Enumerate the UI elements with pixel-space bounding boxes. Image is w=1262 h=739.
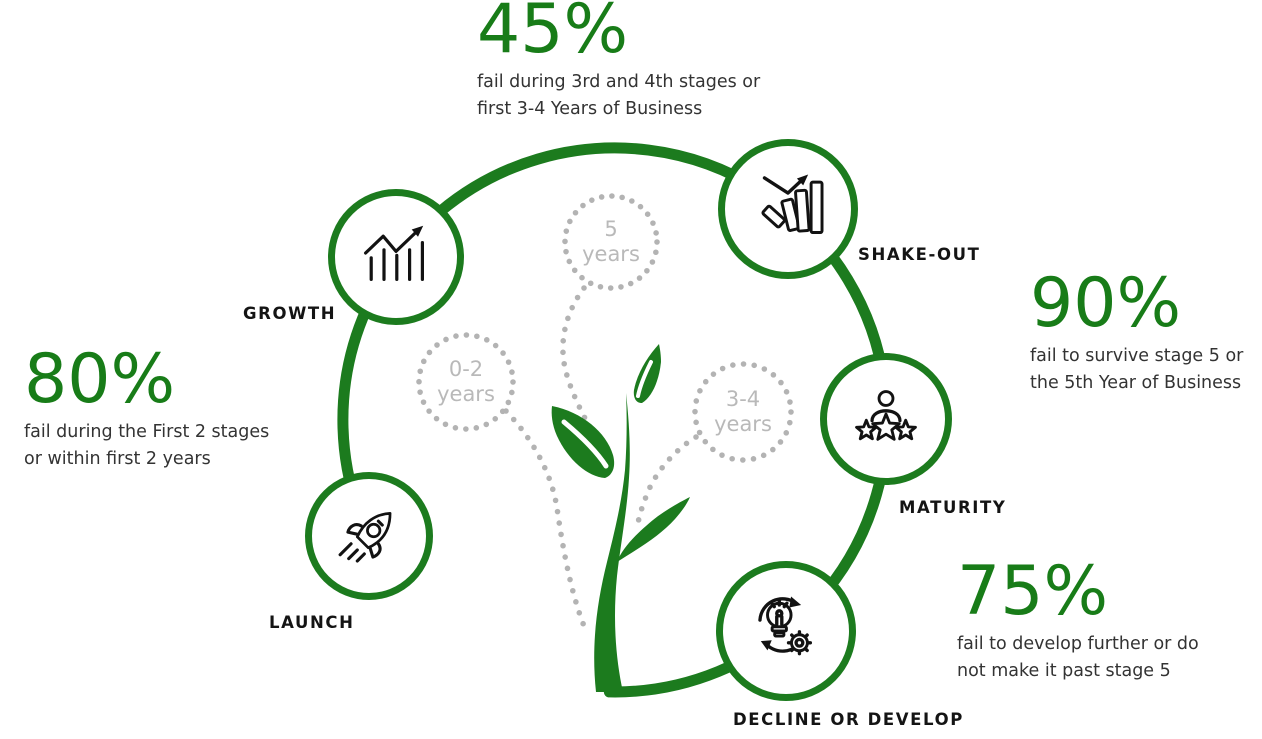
year-marker-line2: years bbox=[714, 412, 772, 436]
stat-block-90: 90% fail to survive stage 5 or the 5th Y… bbox=[1030, 268, 1243, 397]
stat-line2: first 3-4 Years of Business bbox=[477, 99, 703, 120]
lightbulb-gear-cycle-icon bbox=[758, 596, 813, 656]
stat-block-45: 45% fail during 3rd and 4th stages or fi… bbox=[477, 0, 760, 123]
dotted-circle-0-2-years bbox=[416, 332, 516, 432]
stat-line2: the 5th Year of Business bbox=[1030, 373, 1242, 394]
dotted-trail-3-4-years bbox=[635, 434, 699, 527]
stat-line1: fail to develop further or do bbox=[957, 634, 1199, 655]
stat-value: 45% bbox=[477, 0, 629, 69]
stat-block-75: 75% fail to develop further or do not ma… bbox=[957, 556, 1199, 685]
stat-line2: not make it past stage 5 bbox=[957, 661, 1171, 682]
plant-trunk bbox=[594, 393, 630, 692]
stage-label-launch: LAUNCH bbox=[269, 613, 355, 632]
year-marker-3-4-years: 3-4 years bbox=[698, 387, 788, 437]
stage-node-growth bbox=[328, 189, 464, 325]
stat-line2: or within first 2 years bbox=[24, 449, 211, 470]
rocket-icon bbox=[338, 512, 392, 563]
stat-description: fail during 3rd and 4th stages or first … bbox=[477, 69, 760, 123]
stage-label-decline-or-develop: DECLINE OR DEVELOP bbox=[733, 710, 964, 729]
rising-chart-icon bbox=[364, 225, 424, 281]
dotted-circle-5-years bbox=[562, 193, 660, 291]
person-with-stars-icon bbox=[855, 390, 917, 441]
stage-node-launch bbox=[305, 472, 433, 600]
stat-line1: fail during 3rd and 4th stages or bbox=[477, 72, 761, 93]
stage-node-shake-out bbox=[718, 139, 858, 279]
leaf-vein-left bbox=[561, 419, 609, 469]
stage-label-shake-out: SHAKE-OUT bbox=[858, 245, 981, 264]
stat-description: fail during the First 2 stages or within… bbox=[24, 419, 269, 473]
collapsing-bars-icon bbox=[761, 174, 824, 234]
dotted-trail-0-2-years bbox=[503, 408, 587, 629]
stat-line1: fail to survive stage 5 or bbox=[1030, 346, 1244, 367]
stat-value: 80% bbox=[24, 340, 176, 419]
stage-label-growth: GROWTH bbox=[243, 304, 337, 323]
stage-label-maturity: MATURITY bbox=[899, 498, 1007, 517]
dotted-circle-3-4-years bbox=[692, 361, 794, 463]
year-marker-0-2-years: 0-2 years bbox=[421, 357, 511, 407]
year-marker-5-years: 5 years bbox=[566, 217, 656, 267]
plant-illustration bbox=[551, 344, 690, 692]
stat-value: 75% bbox=[957, 552, 1109, 631]
year-marker-line1: 3-4 bbox=[725, 387, 761, 411]
year-marker-line2: years bbox=[582, 242, 640, 266]
leaf-vein-top bbox=[636, 360, 653, 398]
stat-line1: fail during the First 2 stages bbox=[24, 422, 270, 443]
year-marker-line1: 5 bbox=[604, 217, 618, 241]
plant-branch bbox=[617, 497, 690, 562]
stat-description: fail to develop further or do not make i… bbox=[957, 631, 1199, 685]
year-marker-line2: years bbox=[437, 382, 495, 406]
year-marker-line1: 0-2 bbox=[448, 357, 484, 381]
stat-block-80: 80% fail during the First 2 stages or wi… bbox=[24, 344, 269, 473]
stage-node-maturity bbox=[820, 353, 952, 485]
stat-description: fail to survive stage 5 or the 5th Year … bbox=[1030, 343, 1243, 397]
stage-node-decline-or-develop bbox=[716, 561, 856, 701]
stat-value: 90% bbox=[1030, 264, 1182, 343]
